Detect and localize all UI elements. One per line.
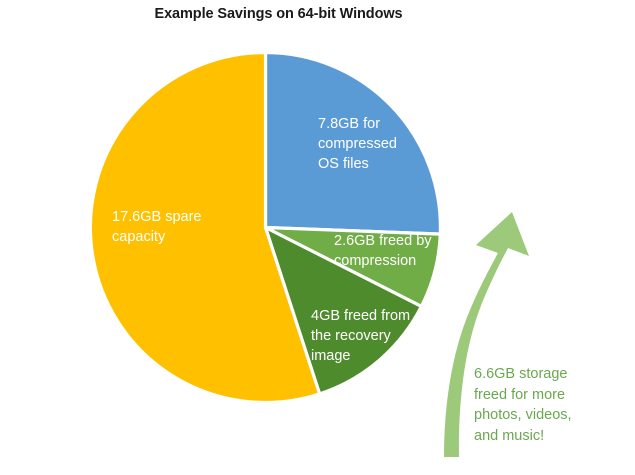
chart-title-text: Example Savings on 64-bit Windows: [154, 6, 403, 22]
chart-title: Example Savings on 64-bit Windows: [0, 6, 635, 22]
curved-up-arrow-icon: [444, 212, 529, 457]
annotation-storage-freed: 6.6GB storage freed for more photos, vid…: [474, 366, 572, 444]
pie-slice-freed-from-recovery-image[interactable]: [262, 224, 424, 396]
pie-slice-spare-capacity[interactable]: [88, 50, 322, 405]
pie-slice-compressed-os-files[interactable]: [263, 50, 442, 236]
pie-slices: [88, 50, 442, 405]
